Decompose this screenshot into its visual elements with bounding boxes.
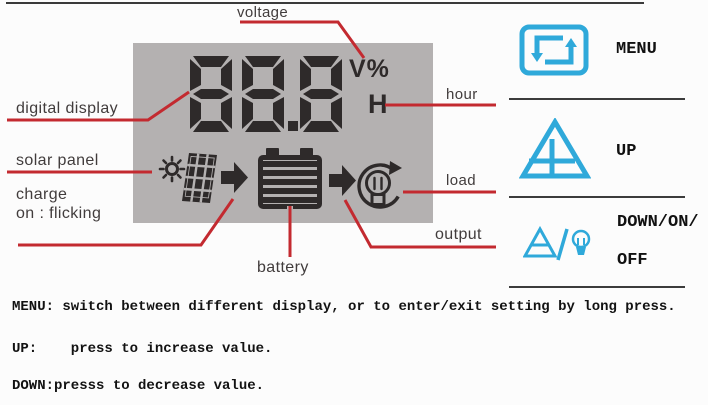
lcd-graphics xyxy=(158,56,402,209)
arrow-right-icon xyxy=(329,165,356,196)
menu-cycle-icon xyxy=(519,24,589,76)
down-button-label-line1: DOWN/ON/ xyxy=(617,213,699,232)
menu-button-label: MENU xyxy=(616,40,657,59)
section-divider xyxy=(509,196,685,198)
lcd-panel xyxy=(133,43,433,223)
voltage-label: voltage xyxy=(237,4,289,21)
seven-segment-reading xyxy=(190,56,342,132)
decimal-point xyxy=(288,121,298,131)
section-divider xyxy=(509,286,685,288)
hour-label: hour xyxy=(446,86,478,103)
solar-panel-label: solar panel xyxy=(16,152,99,169)
lcd-unit-hour: H xyxy=(368,89,388,119)
battery-label: battery xyxy=(257,259,309,276)
up-instruction-text: UP: press to increase value. xyxy=(12,341,273,357)
arrow-right-icon xyxy=(221,162,248,193)
down-button-label-line2: OFF xyxy=(617,251,648,270)
battery-icon xyxy=(258,148,322,209)
lcd-unit-volt-percent: V% xyxy=(349,55,390,83)
down-minus-triangle-bulb-icon xyxy=(523,226,591,261)
load-label: load xyxy=(446,172,476,189)
up-button-label: UP xyxy=(616,142,637,161)
charge-label-line1: charge xyxy=(16,186,68,203)
charge-label-line2: on : flicking xyxy=(16,205,102,222)
section-divider xyxy=(509,98,685,100)
down-instruction-text: DOWN:presss to decrease value. xyxy=(12,378,265,394)
load-bulb-icon xyxy=(357,161,402,209)
top-border-line xyxy=(6,2,644,4)
solar-panel-icon xyxy=(182,153,217,203)
menu-instruction-text: MENU: switch between different display, … xyxy=(12,299,676,315)
digital-display-label: digital display xyxy=(16,100,119,117)
sun-icon xyxy=(158,155,186,183)
output-label: output xyxy=(435,226,482,243)
up-plus-triangle-icon xyxy=(519,118,591,179)
